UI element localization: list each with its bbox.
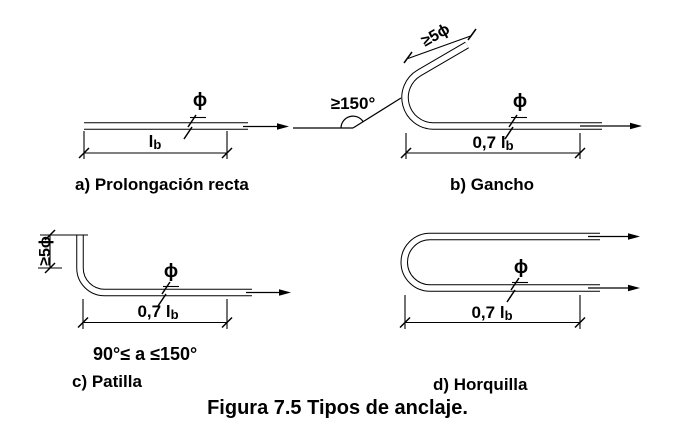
diagram-d-caption: d) Horquilla bbox=[433, 375, 528, 394]
diagram-a-length-label: lb bbox=[149, 133, 162, 151]
diagram-b-length-sub: b bbox=[505, 138, 514, 153]
diagram-d-arrow-top bbox=[588, 233, 640, 240]
diagram-c-length-main: 0,7 l bbox=[137, 302, 171, 321]
diagram-c-hook-dimension bbox=[38, 229, 88, 274]
diagram-b-angle-label: ≥150° bbox=[330, 94, 376, 113]
diagram-c-dimension bbox=[77, 299, 233, 329]
diagram-c-caption: c) Patilla bbox=[72, 372, 142, 391]
diagram-d-length-label: 0,7 lb bbox=[471, 304, 512, 322]
diagram-b-tail-dimension bbox=[403, 28, 477, 64]
diagram-c-bar bbox=[76, 235, 252, 297]
diagram-a-dimension bbox=[78, 131, 233, 159]
diagram-b-bar bbox=[401, 41, 602, 130]
diagram-b-phi-callout bbox=[504, 114, 527, 140]
diagram-c-tail-label: ≥5ϕ bbox=[37, 236, 54, 266]
diagram-a-length-main: l bbox=[148, 132, 154, 151]
diagram-c-arrow bbox=[246, 289, 291, 296]
diagram-a-phi-label: ϕ bbox=[192, 90, 208, 111]
figure-title: Figura 7.5 Tipos de anclaje. bbox=[207, 397, 468, 419]
diagram-b-dimension bbox=[400, 133, 586, 159]
diagram-c-angle-range-label: 90°≤ a ≤150° bbox=[93, 344, 198, 364]
diagram-c-length-sub: b bbox=[170, 307, 179, 322]
diagram-b-angle-annotation bbox=[293, 97, 402, 129]
diagram-a-phi-callout bbox=[183, 114, 206, 140]
diagram-d-length-sub: b bbox=[504, 308, 513, 323]
diagram-b-caption: b) Gancho bbox=[450, 175, 535, 194]
diagram-a-caption: a) Prolongación recta bbox=[75, 175, 249, 194]
diagram-d-phi-label: ϕ bbox=[513, 257, 529, 278]
diagram-c-phi-label: ϕ bbox=[163, 261, 179, 282]
diagram-d-bar bbox=[400, 232, 600, 292]
diagram-a-length-sub: b bbox=[153, 137, 162, 152]
diagram-d-length-main: 0,7 l bbox=[471, 303, 505, 322]
diagram-b-arrow bbox=[580, 122, 642, 130]
diagram-d-phi-callout bbox=[506, 277, 528, 303]
diagram-b-phi-label: ϕ bbox=[512, 91, 528, 112]
diagram-d-arrow-bottom bbox=[588, 284, 640, 292]
diagram-b-length-main: 0,7 l bbox=[472, 133, 506, 152]
diagram-c-length-label: 0,7 lb bbox=[137, 303, 178, 321]
diagram-b-length-label: 0,7 lb bbox=[472, 134, 513, 152]
diagram-d-dimension bbox=[399, 295, 586, 329]
diagram-a-arrow bbox=[243, 123, 289, 130]
diagram-c-phi-callout bbox=[157, 281, 179, 307]
